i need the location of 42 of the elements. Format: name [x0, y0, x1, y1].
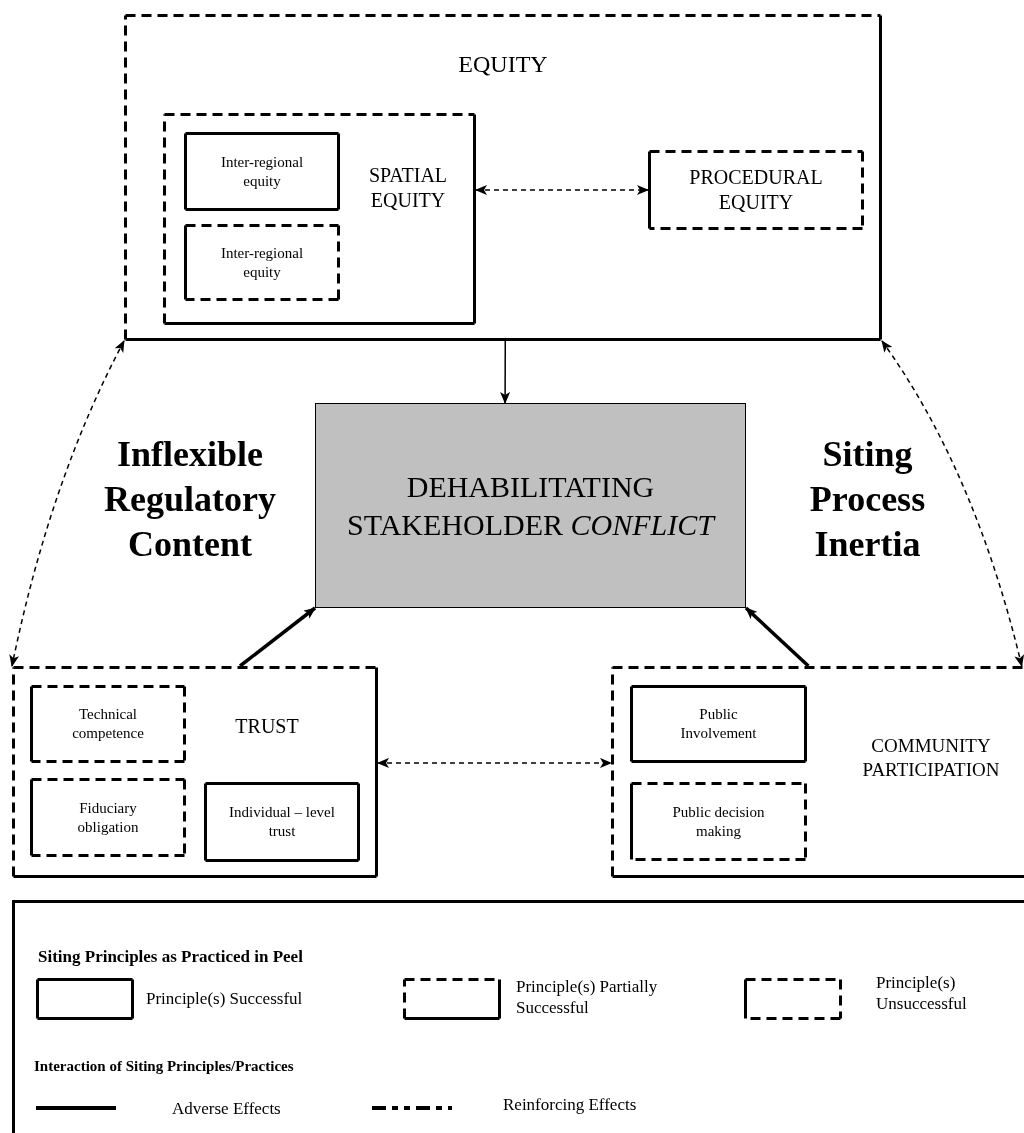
solid-box	[630, 685, 807, 763]
dashed-box	[30, 778, 186, 857]
legend-label: Principle(s) Unsuccessful	[876, 972, 968, 1015]
side-caption: Siting Process Inertia	[808, 433, 927, 566]
node-heading: COMMUNITY PARTICIPATION	[861, 734, 1001, 782]
side-caption: Inflexible Regulatory Content	[103, 433, 277, 566]
legend-heading: Interaction of Siting Principles/Practices	[34, 1057, 295, 1076]
arrow	[475, 184, 649, 195]
node-text: Public Involvement	[679, 705, 758, 743]
node-text: Inter-regional equity	[219, 152, 305, 191]
legend-label: Adverse Effects	[172, 1098, 282, 1120]
legend-label: Principle(s) Partially Successful	[516, 976, 659, 1019]
arrow	[238, 606, 317, 668]
node-text: Inter-regional equity	[219, 243, 305, 282]
legend-label: Reinforcing Effects	[503, 1094, 638, 1116]
arrow	[744, 606, 810, 668]
solid-box	[184, 132, 340, 211]
arrow	[881, 340, 1024, 667]
node-text: Technical competence	[71, 705, 145, 743]
node-text: Individual – level trust	[228, 803, 336, 841]
arrow	[9, 340, 125, 667]
node-text: Fiduciary obligation	[76, 798, 140, 837]
partially-dashed-box	[12, 666, 378, 878]
arrow	[377, 757, 612, 768]
dashed-box	[630, 782, 807, 861]
partially-dashed-box	[124, 14, 882, 341]
legend-label: Principle(s) Successful	[146, 988, 304, 1010]
solid-box	[204, 782, 360, 862]
dashed-box	[648, 150, 864, 230]
legend-heading: Siting Principles as Practiced in Peel	[38, 946, 304, 968]
node-heading: SPATIAL EQUITY	[367, 163, 449, 213]
dashed-box	[30, 685, 186, 763]
conflict-box	[315, 403, 746, 608]
dashed-box	[184, 224, 340, 301]
partially-dashed-box	[611, 666, 1024, 878]
node-text: Public decision making	[671, 802, 766, 841]
partially-dashed-box	[163, 113, 476, 325]
node-text: PROCEDURAL EQUITY	[688, 165, 824, 215]
node-heading: EQUITY	[458, 50, 548, 79]
arrow	[500, 340, 511, 404]
node-text: DEHABILITATING STAKEHOLDER CONFLICT	[346, 469, 717, 543]
node-heading: TRUST	[235, 713, 299, 739]
